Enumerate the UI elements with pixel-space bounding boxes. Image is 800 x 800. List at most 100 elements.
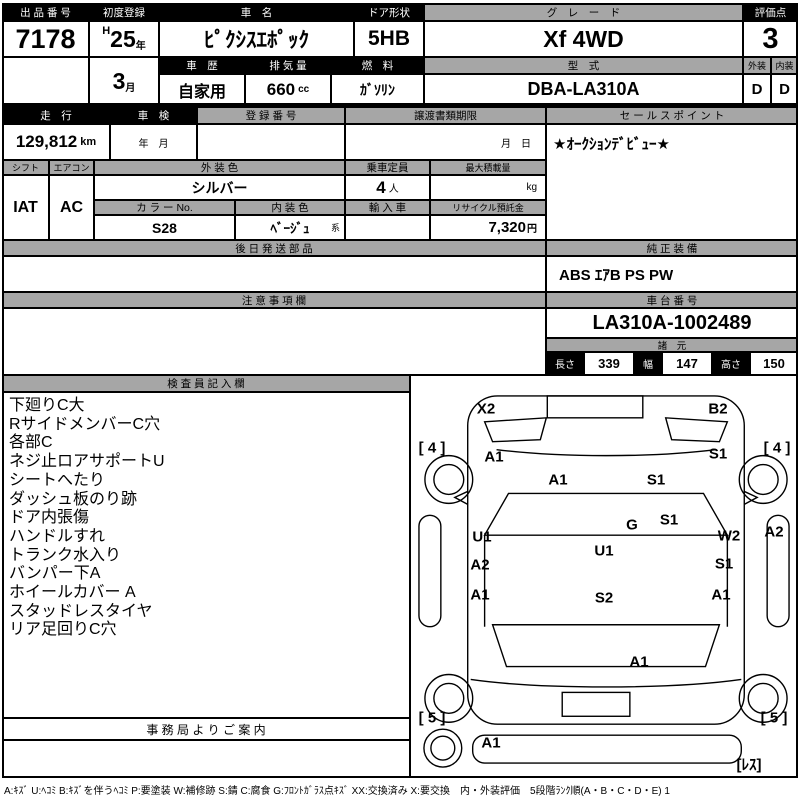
capacity-label: 乗車定員 — [345, 160, 430, 175]
damage-code-a1: A1 — [629, 653, 649, 671]
displacement-number: 660 — [266, 79, 296, 99]
door-shape-value: 5HB — [354, 21, 424, 57]
mirror-right — [743, 490, 759, 505]
inspector-notes-label: 検 査 員 記 入 欄 — [2, 375, 410, 392]
reg-year: 25 — [110, 25, 136, 52]
damage-code-a2: A2 — [470, 556, 490, 574]
transfer-deadline-label: 譲渡書類期限 — [345, 107, 546, 124]
damage-code-5: [ 5 ] — [760, 709, 788, 727]
office-info-value — [2, 740, 410, 778]
displacement-unit: cc — [298, 84, 310, 95]
exterior-color-value: シルバー — [94, 175, 345, 200]
wheel-front-right-inner — [747, 463, 779, 496]
displacement-label: 排 気 量 — [245, 57, 331, 74]
exterior-color-label: 外 装 色 — [94, 160, 345, 175]
recycle-deposit-number: 7,320 — [488, 219, 526, 236]
capacity-unit: 人 — [388, 184, 399, 195]
wheel-rear-left — [424, 673, 474, 723]
interior-color-name: ﾍﾞｰｼﾞｭ — [270, 221, 310, 236]
damage-code-5: [ 5 ] — [418, 709, 446, 727]
office-info-label: 事 務 局 よ り ご 案 内 — [2, 718, 410, 740]
imported-value — [345, 215, 430, 240]
inspection-note: RサイドメンバーC穴 — [9, 415, 161, 433]
sales-point-label: セ ー ル ス ポ イ ン ト — [546, 107, 798, 124]
lot-number-label: 出 品 番 号 — [2, 3, 89, 21]
inspection-note: 下廻りC大 — [9, 397, 85, 414]
wheel-front-left-inner — [433, 463, 465, 496]
wheel-front-right — [738, 454, 788, 505]
caution-value — [2, 308, 546, 375]
spec-height-label: 高さ — [712, 352, 750, 375]
grade-label: グ レ ー ド — [424, 3, 743, 21]
later-parts-label: 後 日 発 送 部 品 — [2, 240, 546, 256]
inspection-note: トランク水入り — [9, 546, 122, 564]
interior-grade-label: 内装 — [771, 57, 798, 74]
spec-height-value: 150 — [750, 352, 798, 375]
shaken-label: 車 検 — [110, 107, 197, 124]
car-diagram-svg — [418, 395, 790, 768]
imported-label: 輸 入 車 — [345, 200, 430, 215]
damage-code-u1: U1 — [472, 528, 492, 546]
capacity-number: 4 — [376, 177, 386, 197]
score-label: 評価点 — [743, 3, 798, 21]
mileage-number: 129,812 — [15, 132, 78, 151]
spare-tire — [423, 728, 463, 768]
damage-code-a1: A1 — [548, 471, 568, 489]
specs-label: 諸 元 — [546, 338, 798, 352]
spec-width-label: 幅 — [634, 352, 662, 375]
registration-number-value — [197, 124, 345, 160]
recycle-deposit-unit: 円 — [527, 224, 537, 235]
inspection-note: ハンドルすれ — [9, 527, 106, 545]
damage-code-a1: A1 — [711, 586, 731, 604]
headlight-left — [483, 417, 548, 443]
model-code-label: 型 式 — [424, 57, 743, 74]
car-history-value: 自家用 — [159, 74, 245, 105]
rear-window — [491, 624, 721, 668]
damage-code-g: G — [626, 516, 638, 534]
car-name-label: 車 名 — [159, 3, 354, 21]
interior-color-value: ﾍﾞｰｼﾞｭ 系 — [235, 215, 345, 240]
first-registration-label: 初度登録 — [89, 3, 159, 21]
damage-code: [ﾚｽ] — [736, 756, 762, 774]
reg-month: 3 — [112, 67, 126, 94]
spare-tire-inner — [430, 735, 456, 761]
damage-code-u1: U1 — [594, 542, 614, 560]
first-registration-month: 3 月 — [89, 57, 159, 105]
chassis-no-label: 車 台 番 号 — [546, 292, 798, 308]
chassis-no-value: LA310A-1002489 — [546, 308, 798, 338]
inspection-note: ドア内張傷 — [9, 509, 90, 527]
spec-length-label: 長さ — [546, 352, 584, 375]
lot-number-value: 7178 — [2, 21, 89, 57]
fuel-label: 燃 料 — [331, 57, 424, 74]
first-registration-year: H 25 年 — [89, 21, 159, 57]
wheel-rear-right — [738, 673, 788, 723]
bumper-strip — [471, 734, 742, 764]
car-history-label: 車 歴 — [159, 57, 245, 74]
mileage-unit: km — [80, 136, 97, 148]
damage-code-a2: A2 — [764, 523, 784, 541]
inspection-note: 各部C — [9, 434, 53, 452]
registration-number-label: 登 録 番 号 — [197, 107, 345, 124]
transfer-deadline-value: 月 日 — [345, 124, 546, 160]
mileage-label: 走 行 — [2, 107, 110, 124]
door-shape-label: ドア形状 — [354, 3, 424, 21]
inspection-note: ネジ止ロアサポートU — [9, 453, 165, 471]
inspection-note: リア足回りC穴 — [9, 621, 117, 639]
exterior-grade-label: 外装 — [743, 57, 771, 74]
interior-color-suffix: 系 — [330, 223, 340, 233]
caution-label: 注 意 事 項 欄 — [2, 292, 546, 308]
later-parts-value — [2, 256, 546, 292]
rear-hatch-line — [470, 678, 742, 688]
damage-code-s1: S1 — [646, 471, 666, 489]
headlight-right — [664, 417, 729, 443]
spec-length-value: 339 — [584, 352, 634, 375]
equipment-value: ABS ｴｱB PS PW — [546, 256, 798, 292]
damage-code-4: [ 4 ] — [418, 439, 446, 457]
capacity-value: 4 人 — [345, 175, 430, 200]
reg-month-unit: 月 — [125, 83, 136, 94]
lot-number-empty — [2, 57, 89, 105]
model-code-value: DBA-LA310A — [424, 74, 743, 105]
